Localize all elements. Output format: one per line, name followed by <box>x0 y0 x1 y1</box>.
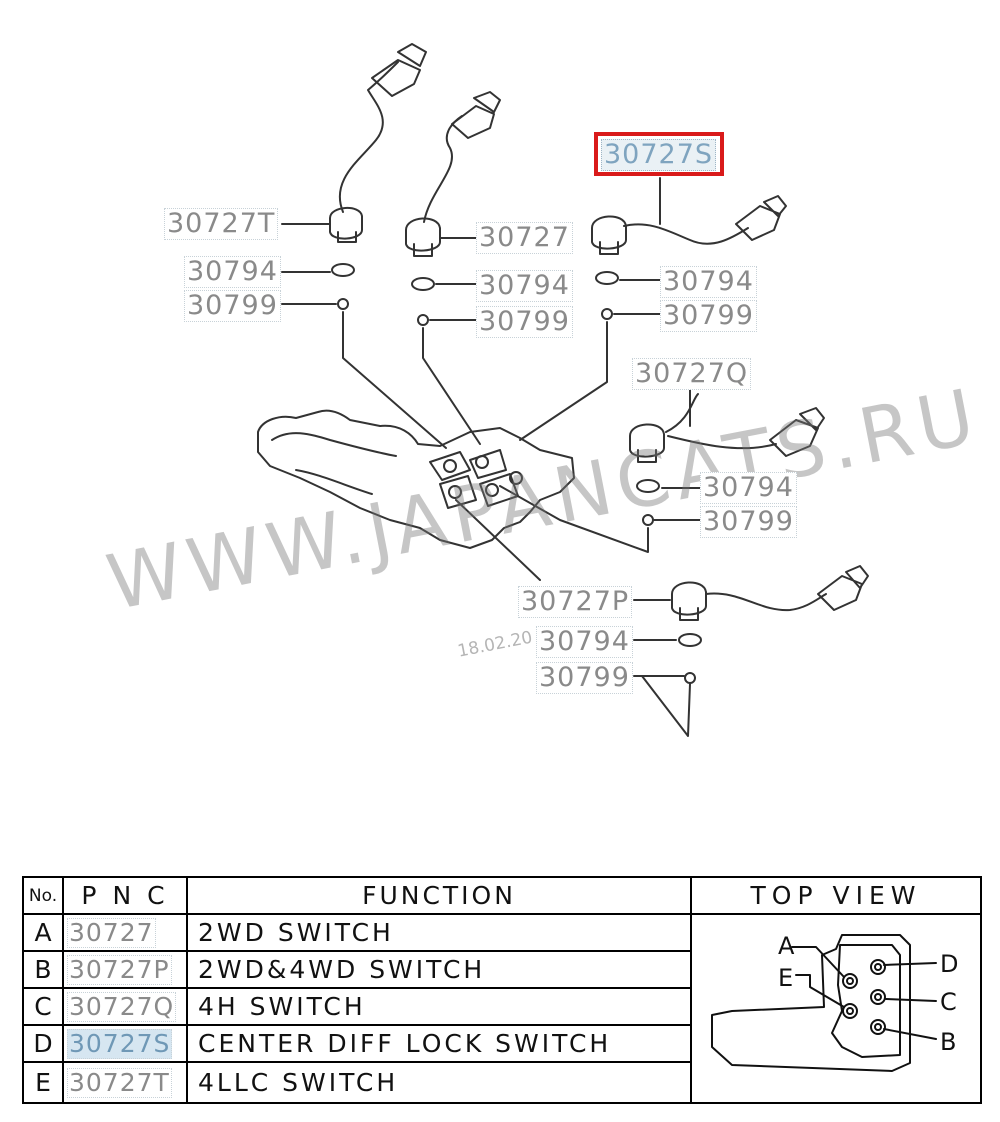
top-view-letter-A: A <box>778 932 795 960</box>
pin-E <box>842 1003 858 1019</box>
switch-30727P-body <box>671 581 707 621</box>
pnc-link[interactable]: 30727T <box>67 1067 172 1098</box>
header-pnc: P N C <box>64 878 188 913</box>
boss-hole-5 <box>509 471 523 485</box>
row-letter: C <box>24 989 64 1024</box>
ball-2 <box>417 314 429 326</box>
boss-hole-4 <box>485 483 499 497</box>
table-row: D 30727S CENTER DIFF LOCK SWITCH <box>24 1026 692 1063</box>
function-text: CENTER DIFF LOCK SWITCH <box>188 1026 692 1061</box>
gasket-4 <box>636 479 660 493</box>
selection-highlight-frame <box>594 132 724 176</box>
switch-30727S-body <box>591 215 627 255</box>
part-label-30794[interactable]: 30794 <box>536 626 633 658</box>
top-view-letter-C: C <box>940 988 957 1016</box>
part-label-30799[interactable]: 30799 <box>184 290 281 322</box>
switch-function-table: No. P N C FUNCTION A 30727 2WD SWITCH B … <box>22 876 982 1104</box>
part-label-30799[interactable]: 30799 <box>536 662 633 694</box>
top-view-letter-D: D <box>940 950 959 978</box>
housing-bosses <box>429 449 519 509</box>
top-view-panel: TOP VIEW A E D <box>692 878 980 1102</box>
part-label-30799[interactable]: 30799 <box>660 300 757 332</box>
ball-5 <box>684 672 696 684</box>
switch-30727-connector <box>451 91 501 139</box>
pnc-link[interactable]: 30727 <box>67 917 156 948</box>
header-function: FUNCTION <box>188 878 692 913</box>
switch-30727-wire <box>423 115 463 223</box>
switch-30727P-wire <box>705 592 827 612</box>
switch-30727Q-wire <box>665 393 777 450</box>
pin-B <box>870 1019 886 1035</box>
switch-30727S-wire <box>623 223 749 245</box>
part-label-30794[interactable]: 30794 <box>184 256 281 288</box>
pnc-link[interactable]: 30727P <box>67 954 172 985</box>
table-row: E 30727T 4LLC SWITCH <box>24 1063 692 1102</box>
housing-outline <box>257 409 575 549</box>
row-letter: B <box>24 952 64 987</box>
pin-A <box>842 973 858 989</box>
table-row: A 30727 2WD SWITCH <box>24 915 692 952</box>
switch-30727Q-connector <box>769 407 825 457</box>
pin-C <box>870 989 886 1005</box>
ball-3 <box>601 308 613 320</box>
gasket-1 <box>331 263 355 277</box>
switch-30727T-wire <box>338 61 399 213</box>
switch-30727-body <box>405 217 441 257</box>
boss-hole-2 <box>475 455 489 469</box>
function-text: 4H SWITCH <box>188 989 692 1024</box>
top-view-letter-B: B <box>940 1028 957 1056</box>
pin-D <box>870 959 886 975</box>
part-label-30727Q[interactable]: 30727Q <box>632 358 752 390</box>
top-view-letter-E: E <box>778 964 794 992</box>
gasket-5 <box>678 633 702 647</box>
part-label-30794[interactable]: 30794 <box>660 266 757 298</box>
switch-30727P-connector <box>817 565 869 611</box>
switch-30727S-connector <box>735 195 787 241</box>
ball-4 <box>642 514 654 526</box>
part-label-30727P[interactable]: 30727P <box>518 586 633 618</box>
row-letter: A <box>24 915 64 950</box>
housing-detail-1 <box>271 432 397 457</box>
part-label-30799[interactable]: 30799 <box>700 506 797 538</box>
table-header-row: No. P N C FUNCTION <box>24 878 692 915</box>
gasket-3 <box>595 271 619 285</box>
housing-detail-2 <box>295 469 373 495</box>
function-text: 4LLC SWITCH <box>188 1063 692 1102</box>
part-label-30727S[interactable]: 30727S <box>601 139 717 171</box>
top-view-drawing <box>711 934 937 1072</box>
part-label-30799[interactable]: 30799 <box>476 306 573 338</box>
ball-1 <box>337 298 349 310</box>
row-letter: D <box>24 1026 64 1061</box>
part-label-30794[interactable]: 30794 <box>700 472 797 504</box>
boss-hole-3 <box>448 485 462 499</box>
switch-30727T-body <box>329 207 363 243</box>
top-view-title: TOP VIEW <box>692 878 980 915</box>
header-no: No. <box>24 878 64 913</box>
part-label-30727T[interactable]: 30727T <box>164 208 279 240</box>
top-view-housing <box>711 934 911 1072</box>
part-label-30727[interactable]: 30727 <box>476 222 573 254</box>
pnc-link[interactable]: 30727Q <box>67 991 177 1022</box>
gasket-2 <box>411 277 435 291</box>
row-letter: E <box>24 1063 64 1102</box>
boss-hole-1 <box>443 459 457 473</box>
table-row: B 30727P 2WD&4WD SWITCH <box>24 952 692 989</box>
part-label-30794[interactable]: 30794 <box>476 270 573 302</box>
switch-30727Q-body <box>629 423 665 463</box>
pnc-link-selected[interactable]: 30727S <box>67 1028 173 1059</box>
function-text: 2WD&4WD SWITCH <box>188 952 692 987</box>
table-row: C 30727Q 4H SWITCH <box>24 989 692 1026</box>
switch-30727T-connector <box>371 43 427 97</box>
function-text: 2WD SWITCH <box>188 915 692 950</box>
